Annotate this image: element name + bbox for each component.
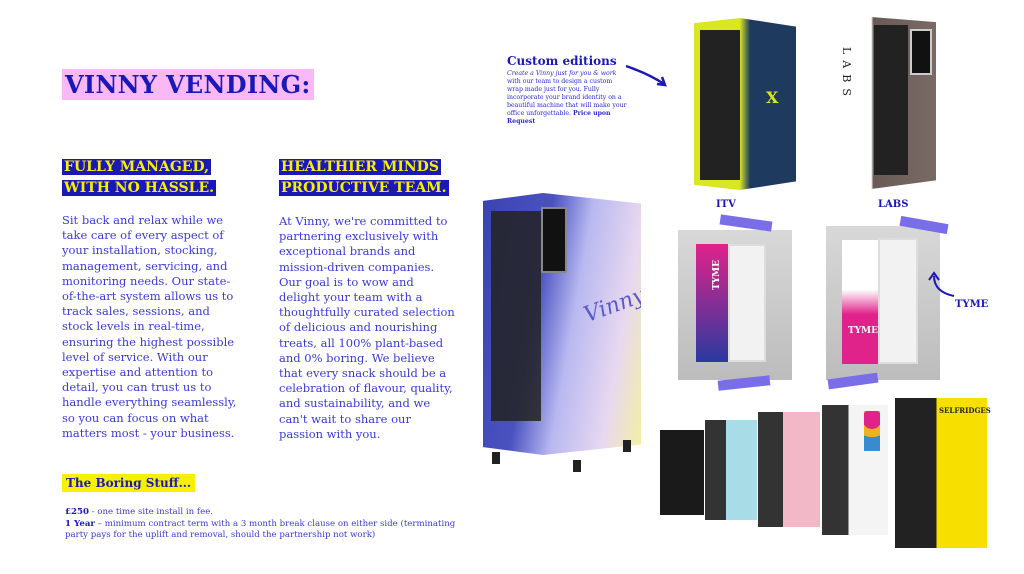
boring-stuff-list: £250 - one time site install in fee. 1 Y… — [65, 507, 460, 542]
custom-editions-text: Create a Vinny just for you & work with … — [507, 70, 627, 125]
fee-item: £250 - one time site install in fee. — [65, 507, 214, 517]
section-body-managed: Sit back and relax while we take care of… — [62, 213, 237, 440]
vinny-machine-image: Vinny — [483, 193, 641, 455]
boring-stuff-heading: The Boring Stuff... — [62, 474, 196, 492]
itv-label: ITV — [716, 199, 736, 210]
tyme-machine-photo-2: TYME — [826, 226, 940, 380]
machine-image-blue — [705, 420, 757, 520]
tyme-label: TYME — [955, 299, 989, 310]
section-heading-managed: FULLY MANAGED, WITH NO HASSLE. — [62, 159, 217, 196]
term-item: 1 Year – minimum contract term with a 3 … — [65, 518, 456, 541]
machine-image-black — [660, 430, 704, 515]
tyme-machine-photo-1: TYME — [678, 230, 792, 380]
arrow-icon — [625, 64, 667, 87]
section-heading-healthier: HEALTHIER MINDS PRODUCTIVE TEAM. — [279, 159, 449, 196]
machine-image-white — [822, 405, 888, 535]
arrow-icon-tyme — [928, 271, 955, 297]
machine-image-selfridges: SELFRIDGES — [895, 398, 991, 548]
custom-editions-title: Custom editions — [507, 54, 617, 68]
section-body-healthier: At Vinny, we're committed to partnering … — [279, 214, 455, 441]
labs-label: LABS — [878, 199, 909, 210]
itv-machine-image: X — [694, 18, 796, 190]
machine-image-pink — [758, 412, 820, 527]
page-title: VINNY VENDING: — [62, 69, 314, 100]
labs-machine-image: LABS — [828, 17, 936, 189]
